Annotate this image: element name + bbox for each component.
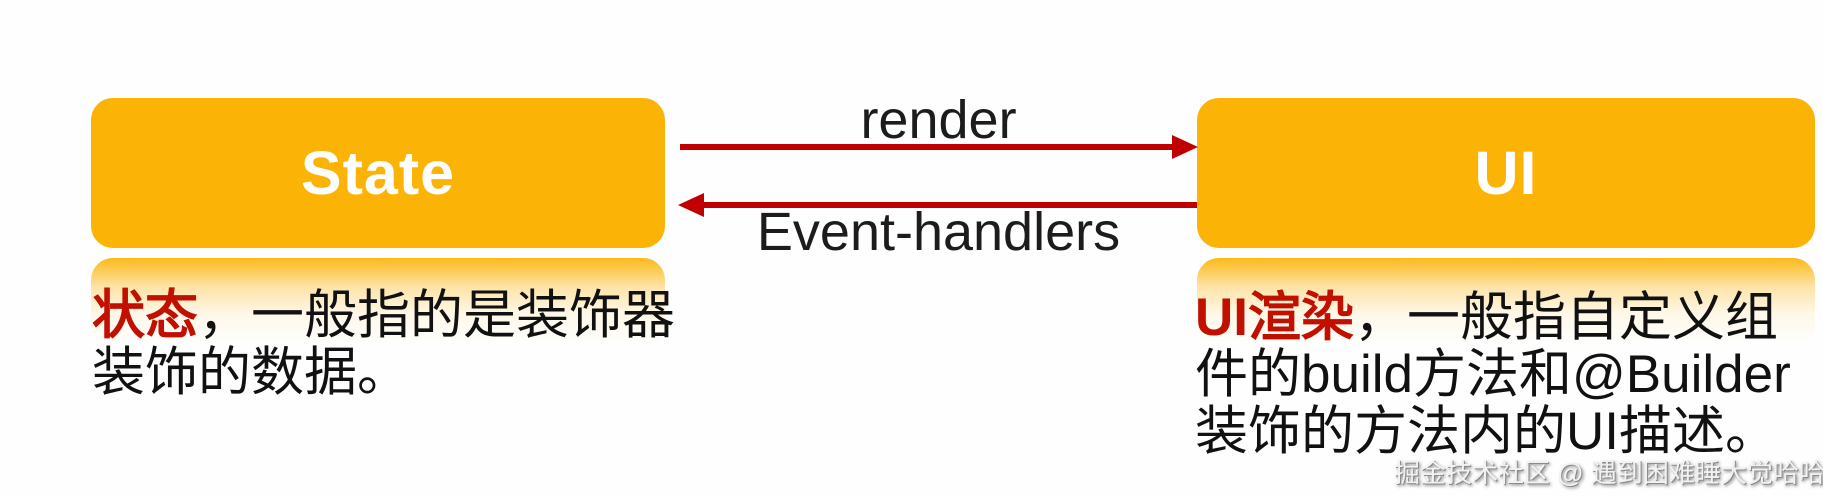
state-box-reflection <box>91 258 665 348</box>
state-caption-line1-rest: ，一般指的是装饰器 <box>198 286 675 345</box>
state-box: State <box>91 98 665 248</box>
state-caption-line2: 装饰的数据。 <box>92 343 410 402</box>
ui-box: UI <box>1197 98 1815 248</box>
state-caption: 状态，一般指的是装饰器 装饰的数据。 <box>92 287 702 401</box>
ui-box-reflection <box>1197 258 1815 348</box>
state-caption-highlight: 状态 <box>92 286 198 345</box>
event-handlers-arrow-line <box>702 202 1197 208</box>
watermark: 掘金技术社区 @ 遇到困难睡大觉哈哈 <box>1394 458 1823 488</box>
ui-box-label: UI <box>1474 139 1538 207</box>
ui-caption: UI渲染，一般指自定义组 件的build方法和@Builder 装饰的方法内的U… <box>1195 289 1823 460</box>
render-arrowhead-right-icon <box>1172 135 1198 159</box>
render-arrow-line <box>680 144 1174 150</box>
event-handlers-arrowhead-left-icon <box>678 193 704 217</box>
ui-caption-line3: 装饰的方法内的UI描述。 <box>1195 402 1778 461</box>
ui-caption-line1-rest: ，一般指自定义组 <box>1354 288 1778 347</box>
state-box-label: State <box>300 139 456 207</box>
state-caption-line1: 状态，一般指的是装饰器 <box>92 287 702 344</box>
render-arrow-label: render <box>860 90 1017 150</box>
event-handlers-arrow-label: Event-handlers <box>756 202 1121 262</box>
ui-caption-highlight: UI渲染 <box>1195 288 1354 347</box>
ui-caption-line2: 件的build方法和@Builder <box>1195 345 1791 404</box>
ui-caption-line1: UI渲染，一般指自定义组 <box>1195 289 1823 346</box>
